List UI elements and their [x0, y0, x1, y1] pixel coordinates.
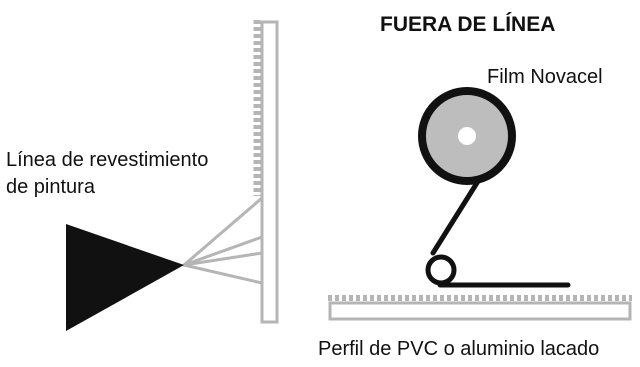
film-label: Film Novacel	[487, 66, 603, 88]
profile-body	[328, 301, 632, 321]
profile-label: Perfil de PVC o aluminio lacado	[318, 338, 600, 360]
panel-outline	[260, 20, 279, 324]
coating-panel	[253, 20, 279, 324]
profile-base	[328, 295, 632, 321]
paint-line-label-continued: de pintura	[6, 176, 95, 198]
spray-nozzle-icon	[66, 224, 184, 331]
paint-line-label: Línea de revestimiento	[6, 149, 209, 171]
film-roll-icon	[418, 87, 571, 288]
film-roll-core	[458, 127, 476, 145]
spray-ray-4	[182, 263, 264, 285]
spray-ray-2	[182, 235, 264, 267]
diagram-title: FUERA DE LÍNEA	[380, 13, 556, 36]
spray-rays	[182, 196, 264, 285]
pressure-roller	[425, 254, 457, 286]
spray-ray-3	[182, 251, 264, 267]
spray-ray-1	[182, 196, 264, 267]
